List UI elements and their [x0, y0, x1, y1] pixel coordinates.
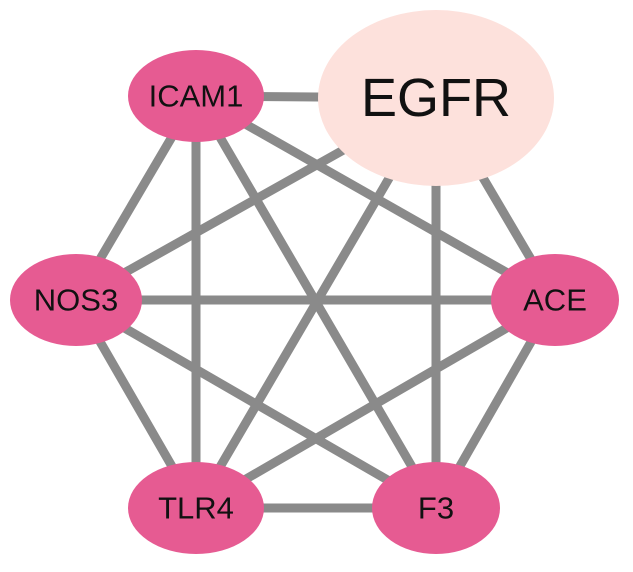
node-egfr-shape	[318, 10, 554, 186]
node-nos3-shape	[10, 254, 142, 346]
node-ace-label: ACE	[523, 283, 587, 318]
node-nos3[interactable]: NOS3	[10, 254, 142, 346]
node-f3-shape	[372, 462, 500, 554]
node-tlr4[interactable]: TLR4	[128, 462, 264, 554]
node-nos3-label: NOS3	[34, 283, 118, 318]
node-f3[interactable]: F3	[372, 462, 500, 554]
node-tlr4-shape	[128, 462, 264, 554]
edge-nos3-f3	[73, 296, 439, 512]
node-ace[interactable]: ACE	[491, 254, 619, 346]
edge-icam1-ace	[193, 92, 558, 304]
node-egfr[interactable]: EGFR	[318, 10, 554, 186]
node-icam1[interactable]: ICAM1	[128, 50, 264, 142]
edge-ace-tlr4	[193, 296, 558, 512]
node-tlr4-label: TLR4	[158, 491, 234, 526]
node-icam1-label: ICAM1	[149, 79, 244, 114]
node-ace-shape	[491, 254, 619, 346]
node-icam1-shape	[128, 50, 264, 142]
node-f3-label: F3	[418, 491, 454, 526]
node-egfr-label: EGFR	[361, 68, 511, 128]
